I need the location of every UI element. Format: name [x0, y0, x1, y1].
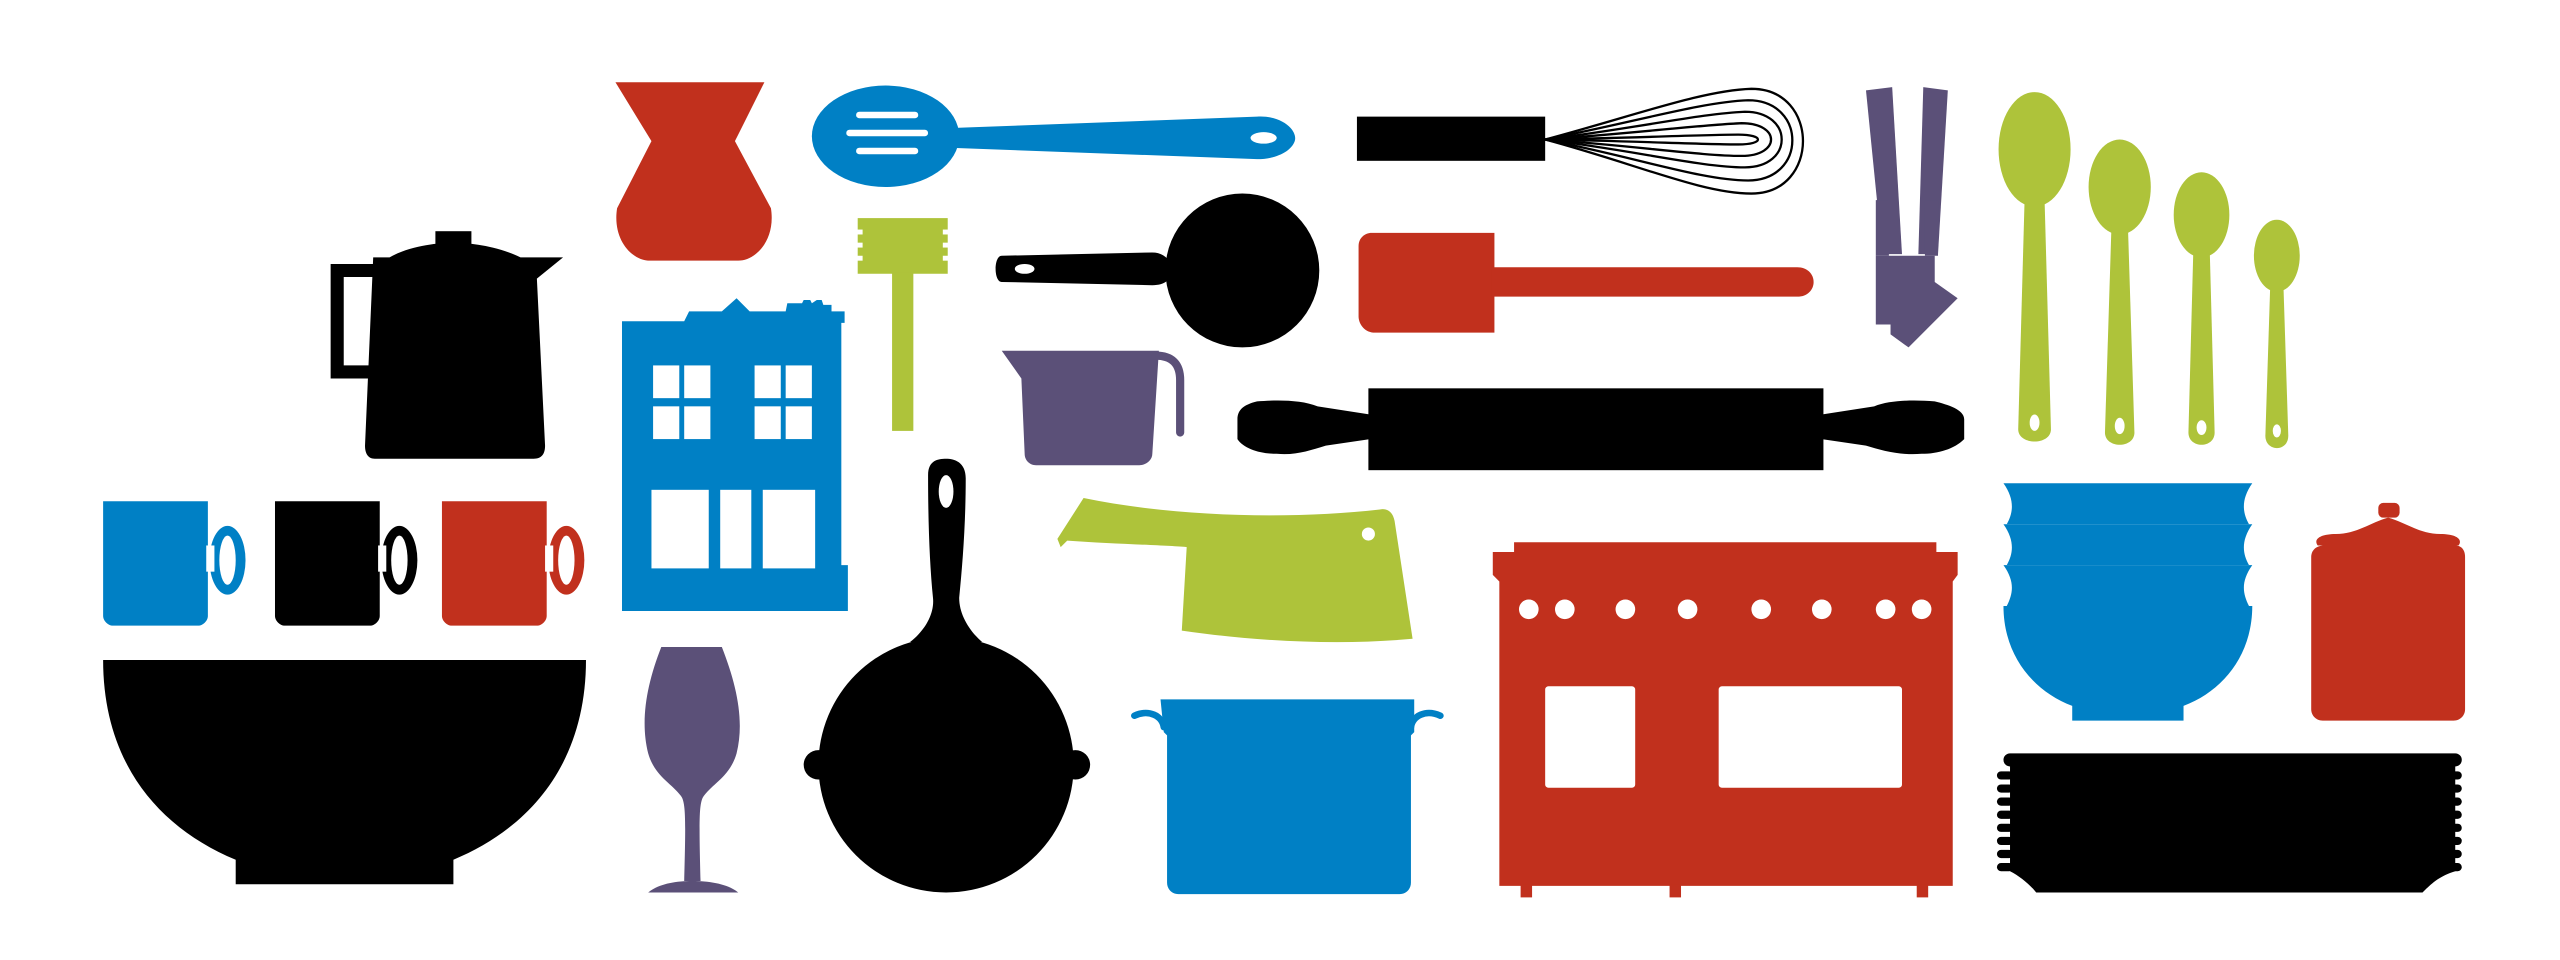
- ladle-icon: [995, 193, 1320, 348]
- black-mug-icon: [274, 501, 418, 626]
- stove-range-icon: [1492, 542, 1958, 898]
- garlic-press-icon: [1865, 87, 1958, 348]
- chemex-coffee-maker-icon: [615, 82, 772, 261]
- wine-glass-icon: [644, 646, 740, 893]
- mixing-bowl-icon: [103, 660, 586, 885]
- percolator-coffee-pot-icon: [330, 231, 564, 459]
- spatula-icon: [1358, 232, 1814, 333]
- meat-tenderizer-icon: [852, 218, 953, 431]
- red-mug-icon: [441, 501, 585, 626]
- measuring-cup-icon: [1001, 350, 1185, 466]
- rolling-pin-icon: [1237, 388, 1965, 471]
- cleaver-icon: [1057, 498, 1413, 643]
- slotted-spoon-icon: [811, 85, 1296, 188]
- blue-cabinet-icon: [621, 298, 848, 611]
- whisk-icon: [1356, 87, 1805, 195]
- blue-mug-icon: [103, 501, 246, 626]
- cast-iron-skillet-icon: [803, 458, 1091, 893]
- stock-pot-icon: [1131, 699, 1444, 895]
- stacked-plates-icon: [1996, 753, 2462, 893]
- measuring-spoons-icon: [1998, 92, 2300, 449]
- canister-icon: [2311, 502, 2466, 721]
- stacked-bowls-icon: [2003, 483, 2253, 721]
